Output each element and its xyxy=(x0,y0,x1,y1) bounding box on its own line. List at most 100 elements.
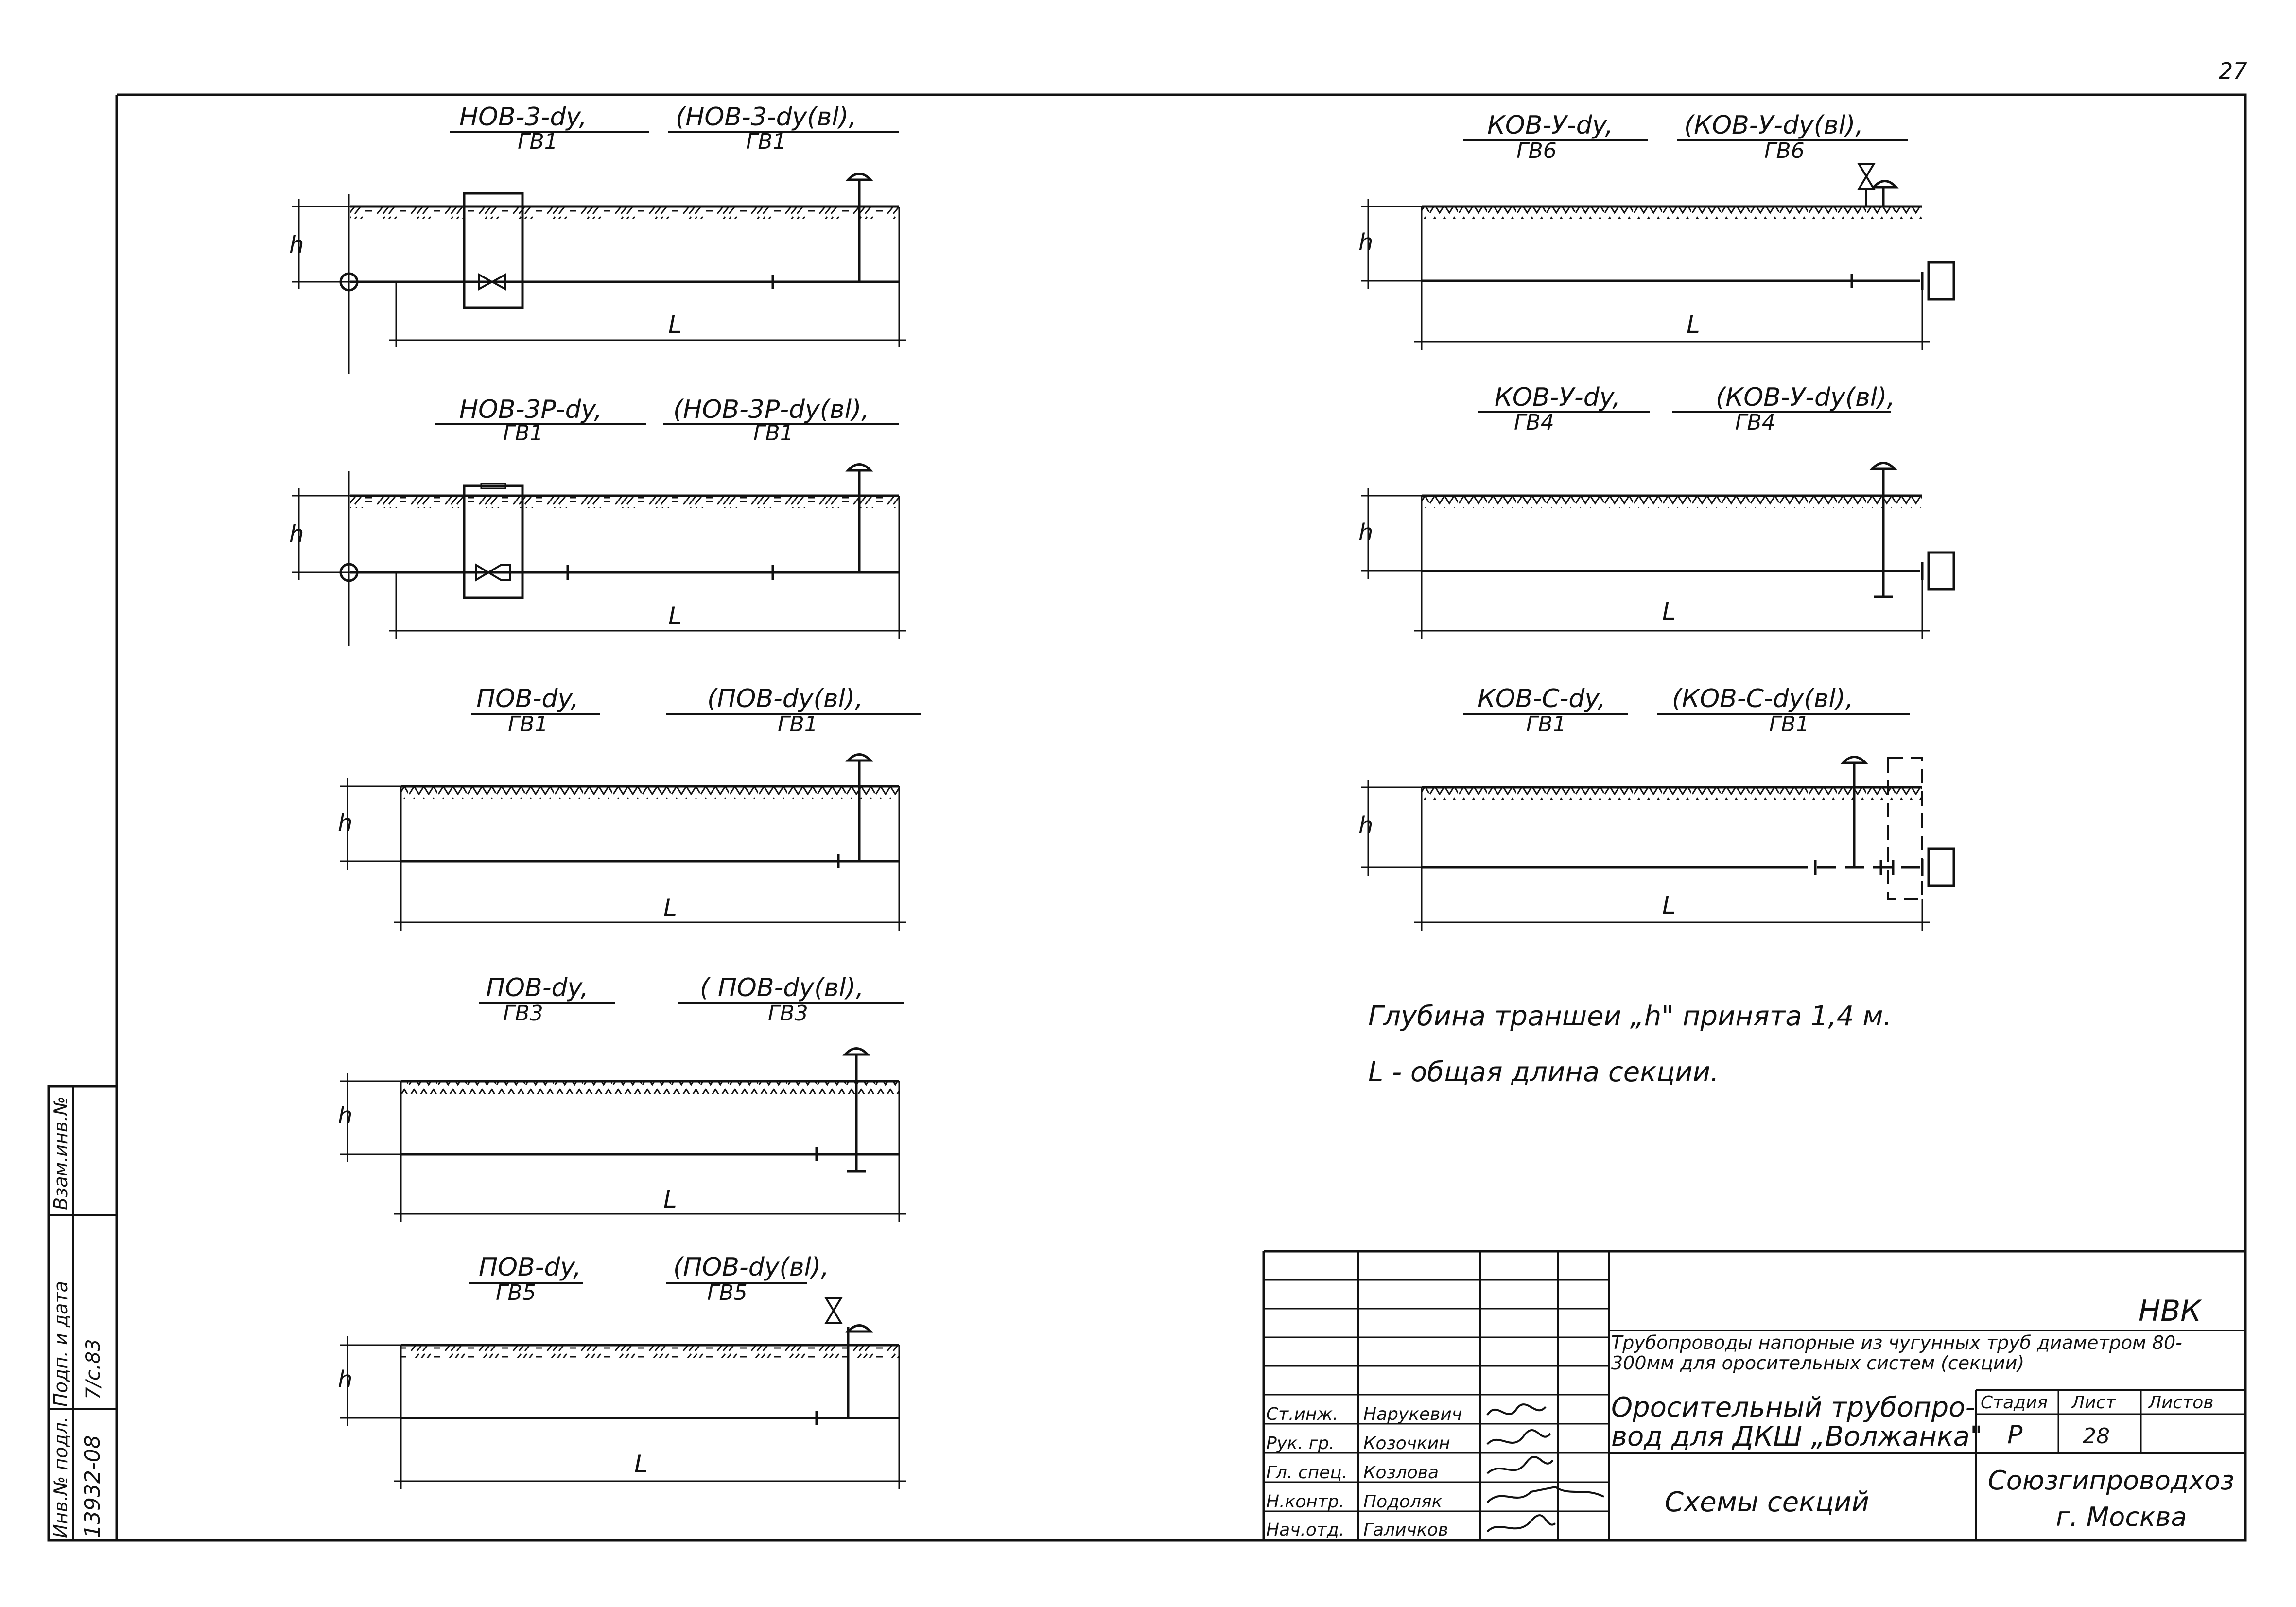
valve-well xyxy=(463,192,524,309)
reducer-icon xyxy=(475,563,490,582)
sheet-value: 28 xyxy=(2083,1424,2110,1449)
dimension-l: L xyxy=(634,1450,648,1478)
section-sub-label: ГВ1 xyxy=(1526,712,1566,737)
side-stamp-sign-value: 7/c.83 xyxy=(82,1339,104,1400)
valve-well xyxy=(463,484,524,599)
dimension-l: L xyxy=(1662,597,1676,625)
section-label: ПОВ-dy, xyxy=(479,1253,581,1282)
section-label-alt: (КОВ-С-dy(вl), xyxy=(1672,684,1854,713)
dimension-h: h xyxy=(1358,812,1373,839)
section-5: ПОВ-dy, ГВ5 (ПОВ-dy(вl), ГВ5 h L xyxy=(338,1253,906,1489)
note-trench-depth: Глубина траншеи „h" принята 1,4 м. xyxy=(1368,1001,1892,1032)
section-sub-label: ГВ1 xyxy=(508,712,548,737)
section-sub-label: ГВ5 xyxy=(496,1280,536,1305)
section-sub-label-alt: ГВ5 xyxy=(707,1280,748,1305)
hydrant-cap-icon xyxy=(1871,180,1899,189)
staff-name-2: Козочкин xyxy=(1363,1434,1450,1453)
side-stamp-replace-label: Взам.инв.№ xyxy=(50,1096,71,1210)
staff-role-4: Н.контр. xyxy=(1266,1492,1344,1512)
section-label-alt: (ПОВ-dy(вl), xyxy=(673,1253,829,1282)
signatures xyxy=(1486,1403,1604,1533)
note-section-length: L - общая длина секции. xyxy=(1368,1056,1719,1088)
section-label: КОВ-С-dy, xyxy=(1478,684,1606,713)
section-1: НОВ-3-dy, ГВ1 (НОВ-3-dy(вl), ГВ1 h L xyxy=(289,103,906,374)
organization-city: г. Москва xyxy=(2056,1502,2187,1532)
dimension-h: h xyxy=(338,1366,352,1393)
staff-name-1: Нарукевич xyxy=(1363,1404,1462,1424)
project-title: Трубопроводы напорные из чугунных труб д… xyxy=(1611,1332,2182,1374)
sheets-header: Листов xyxy=(2147,1393,2213,1413)
section-sub-label: ГВ4 xyxy=(1514,410,1554,435)
dimension-h: h xyxy=(1358,519,1373,546)
dimension-h: h xyxy=(338,1102,352,1129)
title-block: Ст.инж. Нарукевич Рук. гр. Козочкин Гл. … xyxy=(1262,1250,2247,1542)
section-label: НОВ-3Р-dy, xyxy=(459,395,602,424)
section-label-alt: (КОВ-У-dy(вl), xyxy=(1684,111,1863,140)
section-3: ПОВ-dy, ГВ1 (ПОВ-dy(вl), ГВ1 h L xyxy=(338,684,921,931)
section-sub-label-alt: ГВ4 xyxy=(1735,410,1775,435)
sheet-frame xyxy=(115,93,2247,1542)
side-stamp-inv-value: 13932-08 xyxy=(80,1435,105,1538)
section-8: КОВ-С-dy, ГВ1 (КОВ-С-dy(вl), ГВ1 h L xyxy=(1358,684,1955,931)
hydrant-cap-icon xyxy=(845,173,873,181)
end-plug xyxy=(1927,261,1955,301)
dimension-h: h xyxy=(338,810,352,837)
dimension-l: L xyxy=(1687,311,1700,339)
hydrant-cap-icon xyxy=(845,753,873,762)
section-label-alt: (ПОВ-dy(вl), xyxy=(707,684,863,713)
section-label-alt: (КОВ-У-dy(вl), xyxy=(1716,383,1895,412)
side-stamp-inv-label: Инв.№ подл. xyxy=(50,1417,71,1538)
soil-hatch xyxy=(401,786,899,799)
staff-name-3: Козлова xyxy=(1363,1463,1439,1483)
stage-header: Стадия xyxy=(1981,1393,2048,1413)
hydrant-cap-icon xyxy=(1840,756,1868,764)
dimension-l: L xyxy=(668,602,682,630)
dimension-h: h xyxy=(289,231,304,259)
staff-role-1: Ст.инж. xyxy=(1266,1404,1338,1424)
side-stamp-sign-label: Подп. и дата xyxy=(50,1281,71,1407)
dimension-h: h xyxy=(289,520,304,548)
section-6: КОВ-У-dy, ГВ6 (КОВ-У-dy(вl), ГВ6 h L xyxy=(1358,111,1955,350)
stage-value: Р xyxy=(2007,1420,2023,1450)
section-label: КОВ-У-dy, xyxy=(1495,383,1620,412)
section-sub-label: ГВ1 xyxy=(503,421,543,446)
object-title-line2: вод для ДКШ „Волжанка" xyxy=(1611,1421,1983,1452)
dimension-h: h xyxy=(1358,229,1373,256)
staff-name-4: Подоляк xyxy=(1363,1492,1443,1512)
valve-icon xyxy=(824,1297,843,1313)
hydrant-cap-icon xyxy=(845,463,873,472)
soil-hatch xyxy=(1422,496,1922,508)
soil-hatch xyxy=(1422,787,1922,800)
section-label: НОВ-3-dy, xyxy=(459,103,587,132)
section-sub-label-alt: ГВ1 xyxy=(1769,712,1809,737)
optional-well-dashed xyxy=(1887,757,1923,900)
soil-hatch xyxy=(1422,207,1922,219)
section-sub-label: ГВ6 xyxy=(1516,138,1557,163)
valve-icon xyxy=(478,273,494,291)
staff-role-3: Гл. спец. xyxy=(1266,1463,1347,1483)
section-label: ПОВ-dy, xyxy=(486,973,589,1002)
section-label: КОВ-У-dy, xyxy=(1487,111,1613,140)
staff-role-2: Рук. гр. xyxy=(1266,1434,1335,1453)
page-number: 27 xyxy=(2219,58,2247,84)
section-label: ПОВ-dy, xyxy=(476,684,579,713)
section-7: КОВ-У-dy, ГВ4 (КОВ-У-dy(вl), ГВ4 h L xyxy=(1358,383,1955,639)
dimension-l: L xyxy=(663,894,677,922)
hydrant-cap-icon xyxy=(845,1324,873,1333)
section-sub-label: ГВ3 xyxy=(503,1001,543,1026)
section-sub-label-alt: ГВ1 xyxy=(753,421,794,446)
sheet-title: Схемы секций xyxy=(1665,1486,1869,1518)
drawing-code: НВК xyxy=(2139,1294,2202,1328)
section-2: НОВ-3Р-dy, ГВ1 (НОВ-3Р-dy(вl), ГВ1 h L xyxy=(289,395,906,646)
section-label-alt: (НОВ-3-dy(вl), xyxy=(676,103,857,132)
object-title-line1: Оросительный трубопро- xyxy=(1611,1392,1975,1423)
hydrant-cap-icon xyxy=(1869,462,1897,470)
side-stamp: Инв.№ подл. 13932-08 Подп. и дата 7/c.83… xyxy=(47,1085,118,1542)
dimension-l: L xyxy=(663,1185,677,1213)
staff-name-5: Галичков xyxy=(1363,1520,1448,1540)
section-label-alt: (НОВ-3Р-dy(вl), xyxy=(673,395,870,424)
soil-hatch xyxy=(401,1345,899,1358)
soil-hatch xyxy=(401,1081,899,1094)
valve-icon xyxy=(1857,163,1876,178)
organization-name: Союзгипроводхоз xyxy=(1988,1465,2234,1496)
